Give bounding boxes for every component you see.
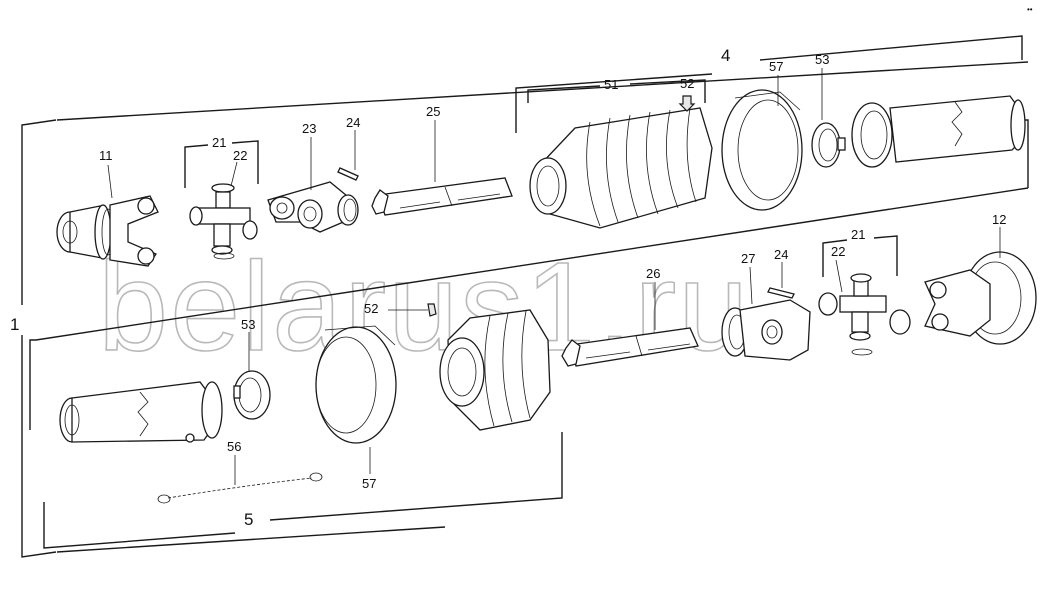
label-part-21-lower: 21 bbox=[851, 227, 865, 242]
label-part-21-upper: 21 bbox=[212, 135, 226, 150]
part-52-marker-lower bbox=[427, 303, 437, 317]
label-part-53-upper: 53 bbox=[815, 52, 829, 67]
label-assembly-4: 4 bbox=[721, 46, 730, 65]
part-56-chain bbox=[157, 472, 323, 504]
part-26-splined-shaft bbox=[561, 327, 699, 367]
part-11-yoke bbox=[56, 195, 159, 267]
middle-divider-line bbox=[35, 187, 1029, 341]
part-51-bellows-guard bbox=[529, 107, 713, 229]
label-part-56: 56 bbox=[227, 439, 241, 454]
part-53-bearing-lower bbox=[233, 370, 271, 420]
part-22-cross-upper bbox=[189, 183, 258, 260]
label-part-26: 26 bbox=[646, 266, 660, 281]
bracket-assembly-5 bbox=[43, 432, 563, 549]
part-53-bearing-upper bbox=[811, 122, 846, 168]
watermark-text: belarus1.ru bbox=[98, 236, 750, 377]
bracket-left-lower bbox=[29, 339, 36, 430]
part-24-pin-upper bbox=[337, 167, 359, 181]
label-part-24-lower: 24 bbox=[774, 247, 788, 262]
bracket-51-left bbox=[527, 85, 601, 103]
leader-27 bbox=[749, 266, 753, 305]
bracket-21-upper-left bbox=[184, 144, 209, 188]
part-27-yoke bbox=[721, 299, 811, 361]
leader-22-lower bbox=[835, 259, 843, 293]
lower-assembly-line bbox=[56, 526, 446, 553]
label-part-25: 25 bbox=[426, 104, 440, 119]
label-part-51: 51 bbox=[604, 77, 618, 92]
part-57-ring-lower bbox=[315, 325, 397, 444]
bracket-21-upper-right bbox=[231, 140, 259, 184]
label-part-53-lower: 53 bbox=[241, 317, 255, 332]
part-24-pin-lower bbox=[767, 287, 795, 299]
part-25-splined-tube bbox=[371, 177, 513, 216]
part-12-yoke bbox=[924, 251, 1037, 345]
label-part-12: 12 bbox=[992, 212, 1006, 227]
part-22-cross-lower bbox=[818, 273, 911, 356]
label-part-22-upper: 22 bbox=[233, 148, 247, 163]
bracket-assembly-1 bbox=[21, 119, 57, 558]
label-part-11: 11 bbox=[99, 148, 113, 163]
part-inner-guard-tube bbox=[59, 381, 223, 443]
part-outer-guard-tube bbox=[851, 95, 1026, 168]
label-part-27: 27 bbox=[741, 251, 755, 266]
leader-22-upper bbox=[230, 161, 238, 187]
part-57-ring-upper bbox=[721, 89, 803, 211]
bracket-21-lower-left bbox=[822, 239, 848, 277]
label-part-57-upper: 57 bbox=[769, 59, 783, 74]
part-23-yoke bbox=[267, 181, 359, 233]
label-part-23: 23 bbox=[302, 121, 316, 136]
label-part-52-upper: 52 bbox=[680, 76, 694, 91]
bracket-51-right bbox=[629, 79, 706, 103]
leader-11 bbox=[107, 164, 113, 199]
corner-mark: •• bbox=[1027, 5, 1033, 14]
part-52-marker-upper bbox=[678, 95, 696, 112]
bracket-21-lower-right bbox=[873, 235, 898, 276]
label-assembly-5: 5 bbox=[244, 510, 253, 529]
label-part-22-lower: 22 bbox=[831, 244, 845, 259]
label-assembly-1: 1 bbox=[10, 315, 19, 334]
bracket-assembly-4 bbox=[515, 35, 1023, 133]
label-part-52-lower: 52 bbox=[364, 301, 378, 316]
upper-assembly-line bbox=[56, 61, 1029, 121]
label-part-57-lower: 57 bbox=[362, 476, 376, 491]
part-bellows-guard-lower bbox=[439, 309, 551, 431]
label-part-24-upper: 24 bbox=[346, 115, 360, 130]
